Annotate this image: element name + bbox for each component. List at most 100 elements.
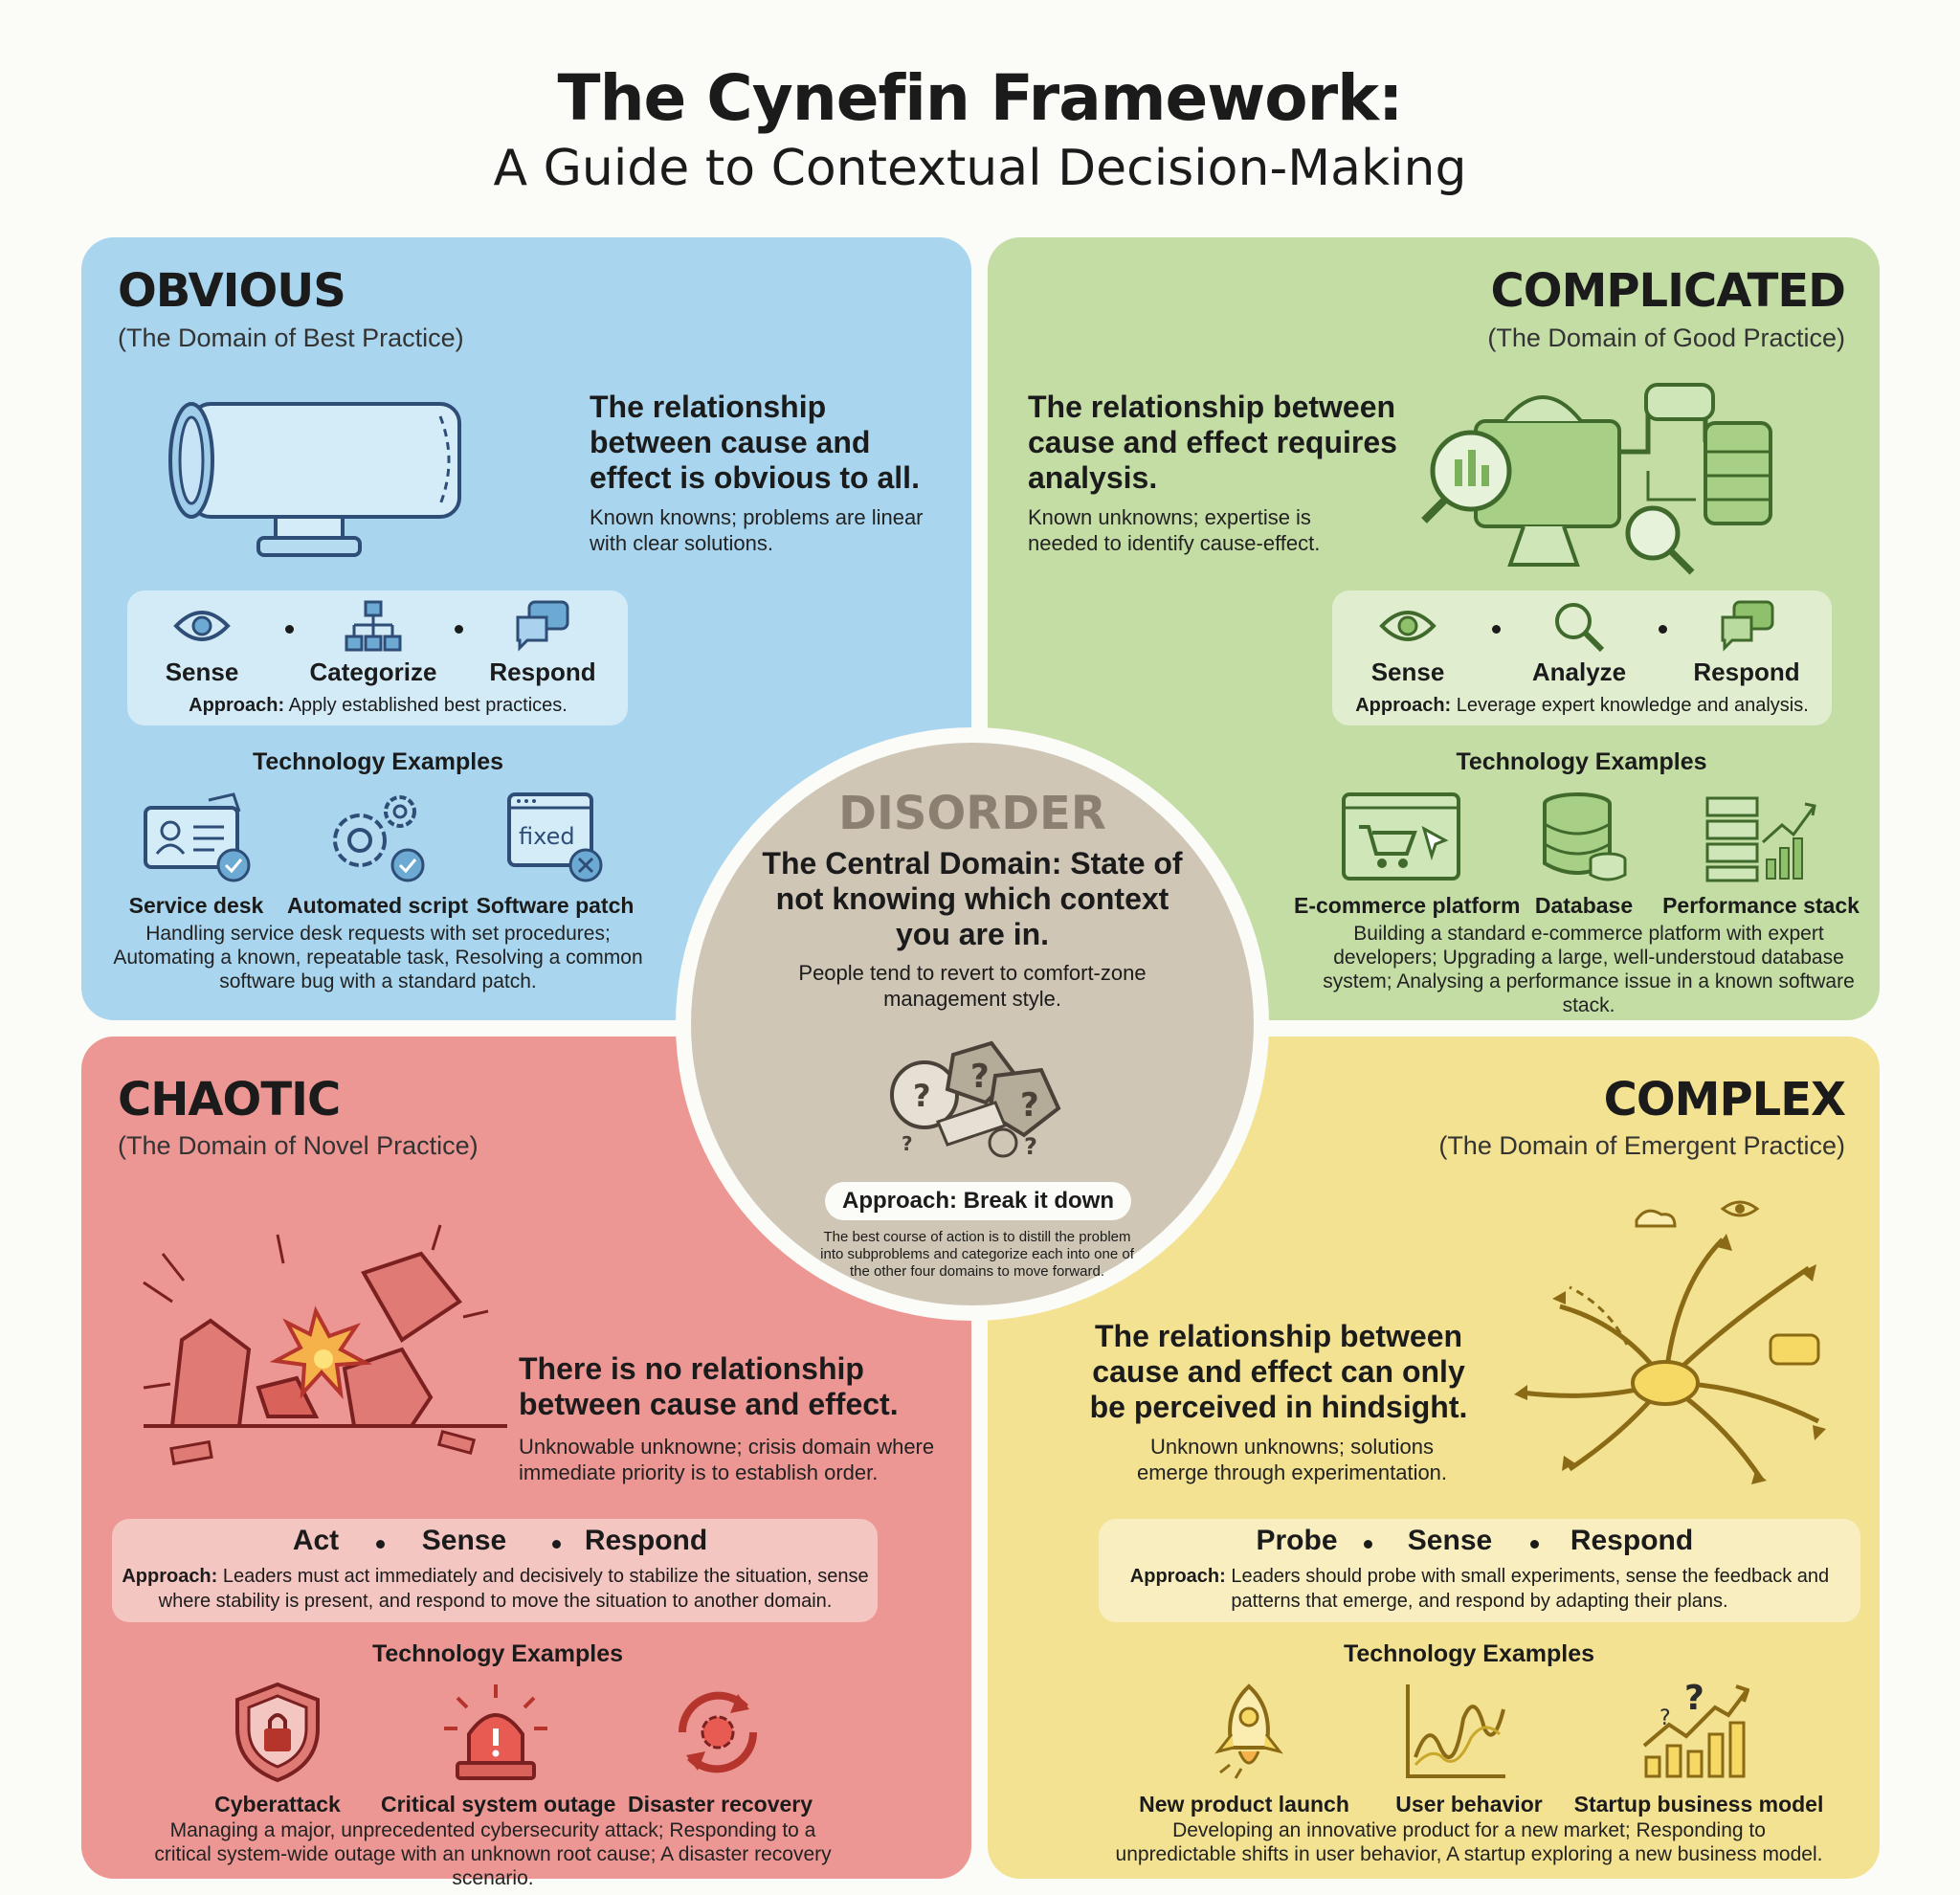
tech-label-system-outage: Critical system outage — [381, 1792, 616, 1817]
separator-dot — [1530, 1540, 1539, 1549]
disorder-headline: The Central Domain: State of not knowing… — [762, 846, 1183, 951]
complex-step-sense: Sense — [1407, 1525, 1493, 1556]
patch-icon-text: fixed — [519, 823, 575, 850]
separator-dot — [1492, 625, 1501, 634]
disorder-title: DISORDER — [838, 787, 1106, 840]
user-behavior-chart-icon — [1406, 1684, 1505, 1778]
svg-text:?: ? — [1684, 1679, 1704, 1718]
complicated-step-respond: Respond — [1693, 658, 1800, 686]
complex-headline: The relationship between cause and effec… — [1089, 1319, 1468, 1424]
tech-label-product-launch: New product launch — [1139, 1792, 1349, 1817]
complicated-subtitle: (The Domain of Good Practice) — [1487, 323, 1845, 352]
disaster-recovery-icon — [678, 1691, 758, 1773]
svg-text:?: ? — [1020, 1086, 1039, 1125]
alarm-siren-icon — [444, 1684, 547, 1780]
magnifier-icon — [1555, 603, 1605, 653]
pipe-icon — [168, 402, 461, 557]
tech-label-startup-model: Startup business model — [1573, 1792, 1824, 1817]
chat-bubbles-icon — [1721, 600, 1774, 652]
complicated-approach: Approach: Leverage expert knowledge and … — [1355, 695, 1809, 716]
shield-lock-icon — [235, 1682, 320, 1783]
complex-title: COMPLEX — [1603, 1073, 1846, 1126]
service-desk-icon — [144, 792, 251, 882]
chaotic-tech-description: Managing a major, unprecedented cybersec… — [154, 1819, 832, 1889]
obvious-approach: Approach: Apply established best practic… — [189, 695, 568, 716]
complicated-description: Known unknowns; expertise is needed to i… — [1028, 505, 1321, 555]
complicated-step-sense: Sense — [1370, 658, 1445, 686]
obvious-subtitle: (The Domain of Best Practice) — [118, 323, 464, 352]
complicated-tech-heading: Technology Examples — [1456, 748, 1707, 775]
disorder-approach-pill: Approach: Break it down — [825, 1182, 1131, 1220]
complex-tech-description: Developing an innovative product for a n… — [1115, 1819, 1823, 1865]
chaotic-approach-box — [112, 1519, 878, 1622]
complicated-step-analyze: Analyze — [1531, 658, 1627, 686]
svg-text:?: ? — [970, 1058, 990, 1096]
tech-label-database: Database — [1534, 893, 1634, 918]
tech-label-service-desk: Service desk — [128, 893, 264, 918]
separator-dot — [1364, 1540, 1372, 1549]
chaotic-description: Unknowable unknowne; crisis domain where… — [519, 1435, 935, 1484]
complex-subtitle: (The Domain of Emergent Practice) — [1438, 1131, 1845, 1160]
obvious-headline: The relationship between cause and effec… — [590, 390, 920, 495]
separator-dot — [455, 625, 463, 634]
tech-label-ecommerce: E-commerce platform — [1294, 893, 1521, 918]
chat-bubbles-icon — [516, 600, 569, 652]
tech-label-performance-stack: Performance stack — [1662, 893, 1860, 918]
obvious-title: OBVIOUS — [118, 264, 346, 318]
hierarchy-icon — [345, 600, 402, 652]
complicated-headline: The relationship between cause and effec… — [1028, 390, 1397, 495]
page-subtitle: A Guide to Contextual Decision-Making — [493, 140, 1467, 197]
complex-description: Unknown unknowns; solutions emerge throu… — [1136, 1435, 1448, 1484]
disorder-note: The best course of action is to distill … — [820, 1229, 1134, 1280]
separator-dot — [1659, 625, 1667, 634]
performance-stack-icon — [1705, 796, 1816, 882]
complicated-title: COMPLICATED — [1490, 264, 1846, 318]
svg-text:?: ? — [1024, 1133, 1037, 1160]
growth-question-icon: ? ? — [1642, 1679, 1749, 1778]
analysis-machinery-icon — [1421, 383, 1772, 575]
chaotic-headline: There is no relationship between cause a… — [519, 1351, 899, 1421]
obvious-step-categorize: Categorize — [309, 658, 437, 686]
obvious-tech-description: Handling service desk requests with set … — [113, 923, 643, 992]
svg-text:?: ? — [913, 1078, 931, 1114]
separator-dot — [552, 1540, 561, 1549]
eye-icon — [1379, 611, 1437, 641]
emergent-paths-icon — [1514, 1200, 1826, 1484]
eye-icon — [173, 611, 231, 641]
tech-label-disaster-recovery: Disaster recovery — [627, 1792, 813, 1817]
software-patch-icon: fixed — [507, 792, 603, 882]
complex-approach-box — [1099, 1519, 1860, 1622]
tech-label-user-behavior: User behavior — [1395, 1792, 1543, 1817]
ecommerce-icon — [1342, 792, 1460, 881]
svg-text:?: ? — [1659, 1706, 1671, 1730]
tech-label-software-patch: Software patch — [476, 893, 635, 918]
chaotic-approach: Approach: Leaders must act immediately a… — [122, 1566, 869, 1612]
obvious-tech-heading: Technology Examples — [252, 748, 504, 775]
tech-label-cyberattack: Cyberattack — [214, 1792, 341, 1817]
separator-dot — [376, 1540, 385, 1549]
chaotic-subtitle: (The Domain of Novel Practice) — [118, 1131, 479, 1160]
gears-check-icon — [333, 795, 425, 882]
chaotic-step-sense: Sense — [421, 1525, 507, 1556]
rocket-icon — [1214, 1683, 1283, 1779]
obvious-description: Known knowns; problems are linear with c… — [590, 505, 924, 555]
question-blocks-icon: ? ? ? ? ? — [890, 1040, 1061, 1160]
page-title: The Cynefin Framework: — [557, 61, 1404, 135]
complicated-tech-description: Building a standard e-commerce platform … — [1323, 923, 1855, 1016]
complex-tech-heading: Technology Examples — [1343, 1640, 1595, 1667]
chaotic-step-respond: Respond — [584, 1525, 708, 1556]
obvious-step-sense: Sense — [165, 658, 239, 686]
chaotic-step-act: Act — [292, 1525, 340, 1556]
complex-approach: Approach: Leaders should probe with smal… — [1129, 1566, 1830, 1612]
separator-dot — [285, 625, 294, 634]
chaotic-tech-heading: Technology Examples — [371, 1640, 624, 1667]
tech-label-automated-script: Automated script — [287, 893, 469, 918]
explosion-icon — [143, 1224, 507, 1466]
complex-step-respond: Respond — [1570, 1525, 1694, 1556]
chaotic-title: CHAOTIC — [118, 1073, 341, 1126]
obvious-step-respond: Respond — [489, 658, 596, 686]
svg-text:?: ? — [902, 1132, 913, 1155]
disorder-description: People tend to revert to comfort-zone ma… — [798, 961, 1147, 1011]
database-icon — [1543, 792, 1627, 881]
complex-step-probe: Probe — [1256, 1525, 1338, 1556]
